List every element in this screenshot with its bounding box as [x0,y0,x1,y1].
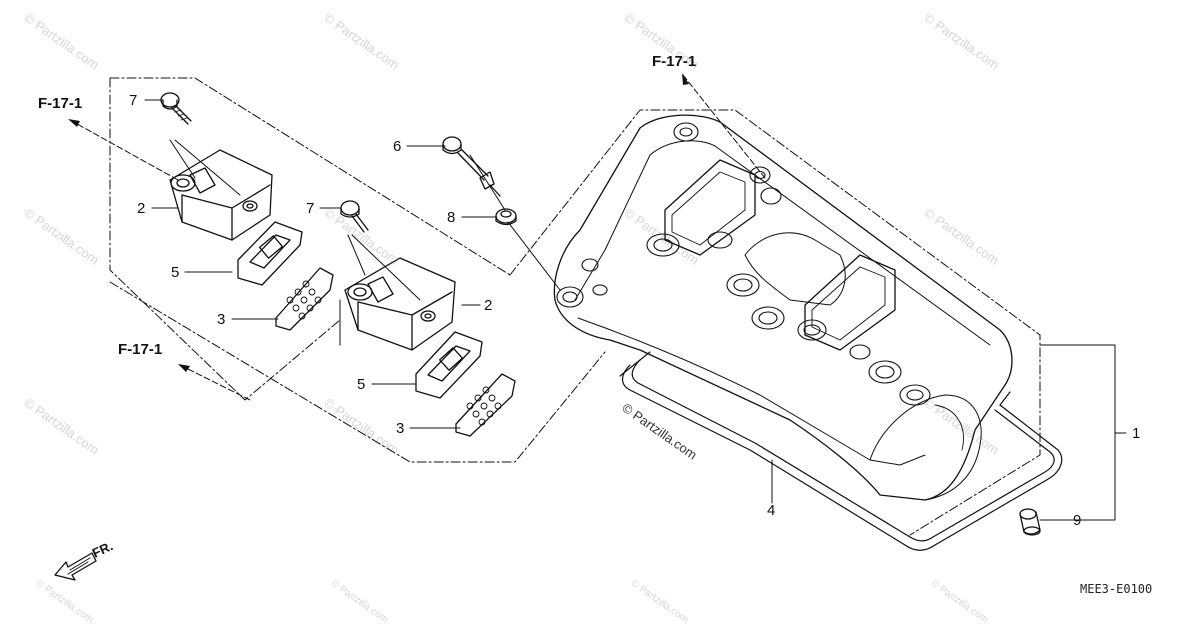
callout-number: 5 [171,264,180,281]
washer-8 [495,208,517,226]
diagram-code: MEE3-E0100 [1080,582,1153,596]
seal-9 [1019,508,1041,536]
arrowheads [68,73,689,372]
dashed-cover-outline [509,109,1116,536]
callout-number: 8 [447,209,456,226]
front-direction-arrow [54,552,97,581]
leader-lines [144,99,1127,521]
callout-number: 1 [1132,425,1141,442]
bolt-7-upper [160,92,192,125]
callout-number: 9 [1073,512,1082,529]
parts-diagram: © Partzilla.com © Partzilla.com © Partzi… [21,10,1153,626]
reference-label: F-17-1 [38,95,83,112]
dashed-group-outline [109,77,606,463]
callout-number: 2 [137,200,146,217]
head-cover-gasket-4 [619,351,1063,551]
coil-cover-2-lower [344,257,456,351]
gasket-5-lower [415,331,483,399]
callout-number: 6 [393,138,402,155]
seal-plate-3-upper [275,267,334,331]
callout-number: 3 [217,311,226,328]
gasket-5-upper [237,221,303,286]
callout-number: 3 [396,420,405,437]
cylinder-head-cover [553,114,1013,501]
callout-number: 4 [767,502,776,519]
coil-cover-2-upper [169,149,273,241]
seal-plate-3-lower [455,373,516,437]
callout-number: 7 [129,92,138,109]
exploded-view-drawing [54,73,1127,581]
callout-number: 7 [306,200,315,217]
reference-label: F-17-1 [652,53,697,70]
callout-number: 2 [484,297,493,314]
reference-arrows [69,74,766,401]
bolt-7-middle [340,200,369,233]
callout-number: 5 [357,376,366,393]
bolt-6 [442,136,501,197]
reference-label: F-17-1 [118,341,163,358]
